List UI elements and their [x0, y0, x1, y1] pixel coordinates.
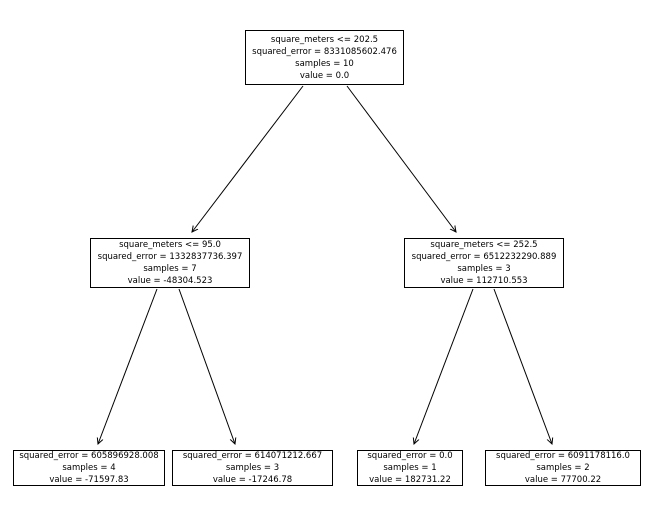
node-value: value = -17246.78 [212, 475, 293, 485]
node-squared-error: squared_error = 0.0 [367, 451, 453, 461]
node-squared-error: squared_error = 8331085602.476 [252, 46, 397, 57]
tree-node-root: square_meters <= 202.5 squared_error = 8… [245, 30, 404, 85]
node-value: value = 112710.553 [440, 276, 528, 286]
node-squared-error: squared_error = 614071212.667 [182, 451, 323, 461]
tree-node-leaf-right-left: squared_error = 0.0 samples = 1 value = … [357, 450, 463, 486]
edge-right-split-to-leaf-rr [493, 288, 552, 444]
node-squared-error: squared_error = 1332837736.397 [97, 252, 243, 262]
edge-root-to-right-split [346, 85, 456, 232]
node-samples: samples = 10 [295, 58, 354, 69]
tree-node-left-split: square_meters <= 95.0 squared_error = 13… [90, 238, 250, 288]
node-squared-error: squared_error = 605896928.008 [19, 451, 159, 461]
node-samples: samples = 7 [143, 264, 197, 274]
edge-left-split-to-leaf-lr [178, 288, 235, 444]
node-samples: samples = 4 [62, 463, 116, 473]
node-condition: square_meters <= 95.0 [119, 240, 221, 250]
node-squared-error: squared_error = 6091178116.0 [496, 451, 630, 461]
edge-left-split-to-leaf-ll [98, 288, 158, 444]
node-value: value = 77700.22 [524, 475, 602, 485]
node-value: value = 182731.22 [369, 475, 451, 485]
node-value: value = -71597.83 [49, 475, 129, 485]
tree-node-leaf-left-left: squared_error = 605896928.008 samples = … [13, 450, 165, 486]
node-samples: samples = 1 [383, 463, 437, 473]
node-condition: square_meters <= 252.5 [430, 240, 538, 250]
edge-right-split-to-leaf-rl [414, 288, 474, 444]
edge-root-to-left-split [192, 85, 304, 232]
tree-node-right-split: square_meters <= 252.5 squared_error = 6… [404, 238, 564, 288]
node-value: value = 0.0 [299, 70, 350, 81]
tree-node-leaf-right-right: squared_error = 6091178116.0 samples = 2… [485, 450, 641, 486]
node-samples: samples = 2 [536, 463, 590, 473]
node-samples: samples = 3 [225, 463, 280, 473]
node-squared-error: squared_error = 6512232290.889 [411, 252, 557, 262]
node-value: value = -48304.523 [127, 276, 213, 286]
tree-node-leaf-left-right: squared_error = 614071212.667 samples = … [172, 450, 333, 486]
node-condition: square_meters <= 202.5 [270, 34, 379, 45]
node-samples: samples = 3 [457, 264, 511, 274]
